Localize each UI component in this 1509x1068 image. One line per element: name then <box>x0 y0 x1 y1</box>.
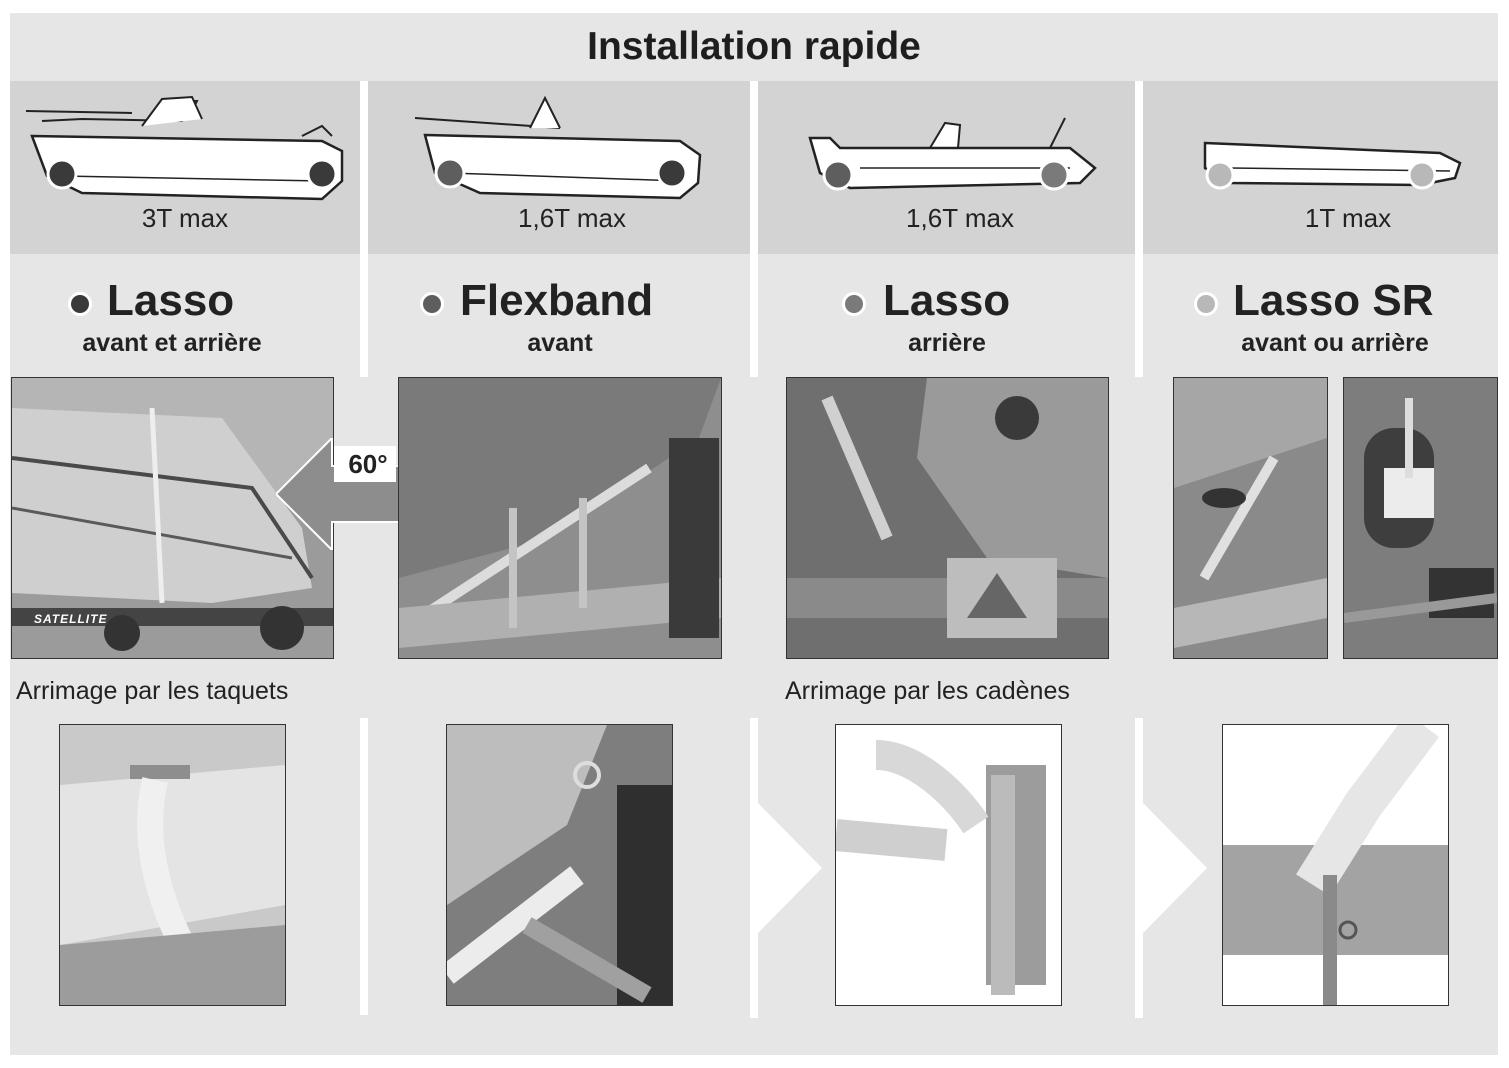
photo-lasso-sr-front <box>1173 377 1328 659</box>
angle-label: 60° <box>348 449 388 479</box>
chevron-right-icon <box>1135 718 1207 1023</box>
position-col-4: avant ou arrière <box>1241 329 1429 357</box>
separator <box>1135 81 1143 377</box>
photo-lasso-rear <box>786 377 1109 659</box>
color-dot <box>420 292 444 316</box>
boat-inflatable-icon <box>1190 133 1480 203</box>
label-cleats: Arrimage par les taquets <box>16 677 289 705</box>
trailer-brand: SATELLITE <box>34 612 108 626</box>
chevron-right-icon <box>750 718 822 1023</box>
capacity-col-1: 3T max <box>141 203 229 233</box>
photo-lasso-sr-hook-detail <box>1222 724 1449 1006</box>
capacity-col-3: 1,6T max <box>906 203 1014 233</box>
boat-rib-icon <box>800 113 1100 203</box>
photo-chainplate-lasso-detail <box>835 724 1062 1006</box>
color-dot <box>68 292 92 316</box>
boat-open-icon <box>410 93 710 203</box>
installation-sheet: Installation rapide <box>10 13 1498 1055</box>
position-col-1: avant et arrière <box>82 329 262 357</box>
page-title: Installation rapide <box>587 25 921 68</box>
product-name-col-1: Lasso <box>107 276 235 325</box>
color-dot <box>842 292 866 316</box>
label-chainplates: Arrimage par les cadènes <box>785 677 1070 705</box>
photo-lasso-sr-rear <box>1343 377 1498 659</box>
capacity-col-2: 1,6T max <box>518 203 626 233</box>
photo-cleat-detail <box>59 724 286 1006</box>
separator <box>360 81 368 377</box>
product-name-col-2: Flexband <box>460 276 654 325</box>
product-name-col-4: Lasso SR <box>1233 276 1434 325</box>
separator <box>750 81 758 377</box>
color-dot <box>1194 292 1218 316</box>
position-col-2: avant <box>527 329 593 357</box>
photo-flexband-hook-detail <box>446 724 673 1006</box>
photo-flexband-front <box>398 377 722 659</box>
boat-cabin-cruiser-icon <box>22 81 352 206</box>
photo-boat-on-trailer: SATELLITE <box>11 377 334 659</box>
position-col-3: arrière <box>908 329 986 357</box>
product-name-col-3: Lasso <box>883 276 1011 325</box>
capacity-col-4: 1T max <box>1304 203 1392 233</box>
separator <box>360 718 368 1015</box>
